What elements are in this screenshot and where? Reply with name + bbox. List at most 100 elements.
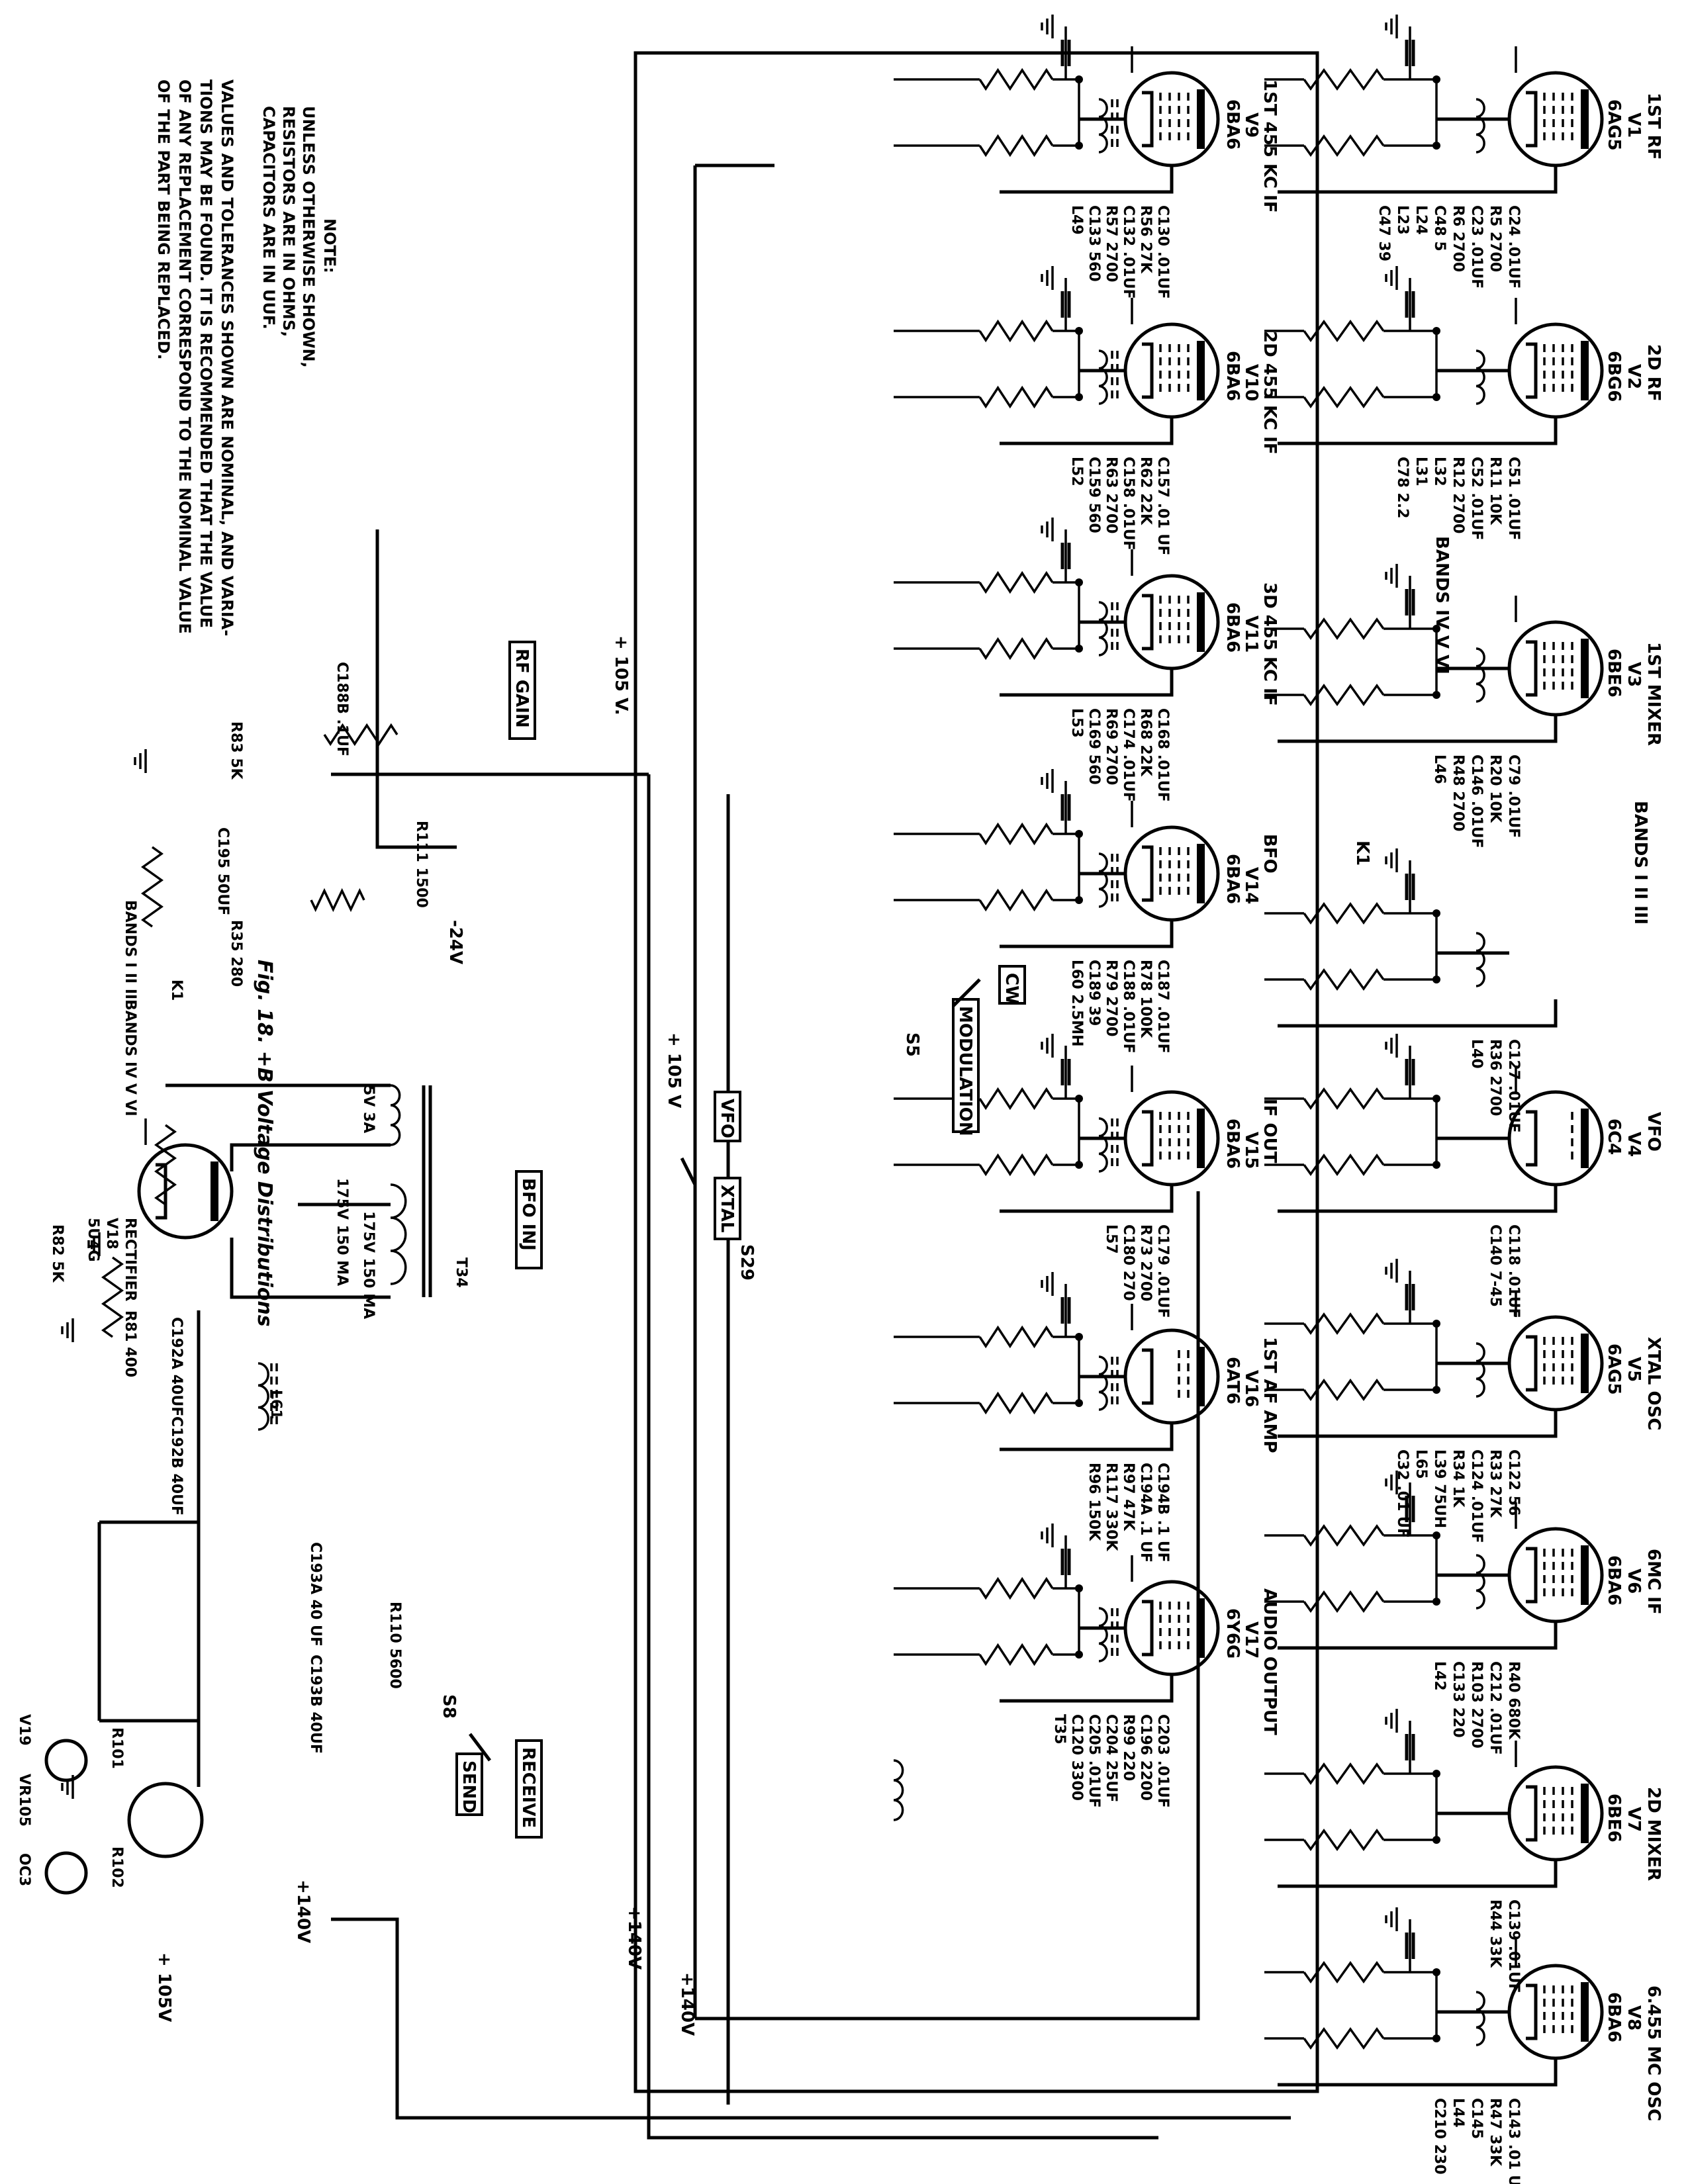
component-label: C196 2200 — [1137, 1714, 1154, 1801]
ground-icon — [1385, 1907, 1398, 1931]
screen-lead — [1383, 1099, 1438, 1166]
plate-lead — [1278, 1410, 1558, 1438]
component-label: R117 330K — [1103, 1463, 1119, 1551]
tube-cathode — [1142, 1348, 1154, 1405]
bus-tap — [1264, 78, 1304, 147]
tolerance-line: OF THE PART BEING REPLACED. — [154, 79, 173, 360]
power-component-label: R82 5K — [49, 1224, 66, 1283]
inductor-symbol — [1476, 1991, 1486, 2046]
component-label: L57 — [1103, 1224, 1119, 1254]
inductor-symbol — [1476, 932, 1486, 987]
ground-icon — [61, 1775, 74, 1799]
inductor-symbol — [1476, 1342, 1486, 1398]
power-component-label: R110 5600 — [387, 1602, 403, 1689]
tube-cathode — [1526, 1335, 1538, 1392]
note-title: NOTE: — [320, 218, 339, 273]
component-label: C179 .01UF — [1154, 1224, 1171, 1318]
note-line: RESISTORS ARE IN OHMS, — [279, 106, 298, 337]
junction-dot — [1432, 327, 1440, 335]
inductor-symbol — [1476, 349, 1485, 405]
tube-cathode — [1526, 1547, 1538, 1604]
power-component-label: C193A 40 UF — [307, 1542, 324, 1647]
ballast-lamp-icon — [44, 1739, 88, 1782]
switch-label: VFO — [717, 1099, 737, 1138]
component-label: C174 .01UF — [1120, 708, 1137, 802]
stage-title: 2D MIXER — [1644, 1787, 1664, 1881]
component-label: C212 .01UF — [1487, 1661, 1503, 1755]
tube-cathode — [1142, 594, 1154, 651]
screen-lead — [1383, 1774, 1438, 1841]
rail-label-140v: +140V — [624, 1906, 644, 1970]
vacuum-tube-icon — [1123, 298, 1220, 419]
screen-lead — [1383, 629, 1438, 696]
tube-type: 6Y6G — [1223, 1608, 1243, 1659]
junction-dot — [1432, 1968, 1440, 1976]
junction-dot — [1075, 1095, 1083, 1103]
power-component-label: C193B 40UF — [307, 1655, 324, 1754]
tube-cathode — [1142, 91, 1154, 148]
tube-envelope — [137, 1143, 234, 1240]
capacitor-symbol — [1405, 874, 1415, 900]
plate-lead — [1278, 1860, 1558, 1888]
capacitor-symbol — [1405, 1496, 1415, 1522]
plate-lead — [1000, 1674, 1174, 1703]
resistor-symbol — [154, 1124, 177, 1206]
component-label: C124 .01UF — [1468, 1449, 1485, 1543]
tube-plate — [1581, 1109, 1589, 1168]
tube-plate — [1581, 1982, 1589, 2042]
bus-tap — [894, 833, 980, 901]
resistor-symbol — [310, 887, 365, 913]
stage-title: BFO — [1260, 834, 1280, 874]
rail-label-105v: + 105V — [154, 1952, 174, 2022]
resistor-symbol — [1303, 683, 1385, 707]
junction-dot — [1432, 1531, 1440, 1539]
component-label: C187 .01UF — [1154, 960, 1171, 1054]
stage-title: 3D 455 KC IF — [1260, 582, 1280, 706]
inductor-core — [1111, 351, 1119, 404]
junction-dot — [1432, 75, 1440, 83]
tube-cathode — [1526, 1983, 1538, 2040]
power-component-label: L61 — [267, 1390, 284, 1420]
inductor-symbol — [1476, 1554, 1486, 1610]
component-label: C210 230 — [1431, 2098, 1448, 2175]
tube-ref: V1 — [1624, 113, 1644, 138]
inductor-core — [1111, 1357, 1119, 1410]
label-box — [515, 1170, 543, 1269]
ground-icon — [1385, 1471, 1398, 1494]
component-label: R68 22K — [1137, 708, 1154, 777]
plate-lead — [1278, 165, 1558, 194]
component-label: R11 10K — [1487, 457, 1503, 525]
label-box — [714, 1177, 741, 1240]
rail-label-140v: +140V — [293, 1880, 313, 1943]
junction-dot — [1075, 578, 1083, 586]
bus-tap — [894, 330, 980, 398]
component-label: C188 .01UF — [1120, 960, 1137, 1054]
vacuum-tube-icon — [1123, 1066, 1220, 1187]
screen-lead — [1383, 1535, 1438, 1603]
tube-plate — [1581, 89, 1589, 149]
stage-title: 1ST 455 KC IF — [1260, 79, 1280, 212]
component-label: R99 220 — [1120, 1714, 1137, 1781]
grid-lead — [1053, 581, 1080, 650]
component-label: R79 2700 — [1103, 960, 1119, 1036]
tube-ref: V5 — [1624, 1357, 1644, 1382]
tolerance-line: VALUES AND TOLERANCES SHOWN ARE NOMINAL,… — [218, 79, 236, 636]
component-label: C52 .01UF — [1468, 457, 1485, 540]
tube-plate — [1581, 639, 1589, 698]
inductor-core — [1111, 1118, 1119, 1171]
capacitor-symbol — [1060, 1059, 1071, 1085]
stage-title: AUDIO OUTPUT — [1260, 1588, 1280, 1735]
component-label: R97 47K — [1120, 1463, 1137, 1531]
plate-lead — [1278, 715, 1558, 743]
power-component-label: OC3 — [16, 1853, 32, 1886]
inductor-symbol — [1098, 1355, 1109, 1411]
resistor-symbol — [1303, 2026, 1385, 2050]
stage-title: 2D RF — [1644, 344, 1664, 402]
vacuum-tube-icon — [1507, 1066, 1604, 1187]
resistor-symbol — [978, 822, 1054, 846]
capacitor-symbol — [1060, 543, 1071, 569]
